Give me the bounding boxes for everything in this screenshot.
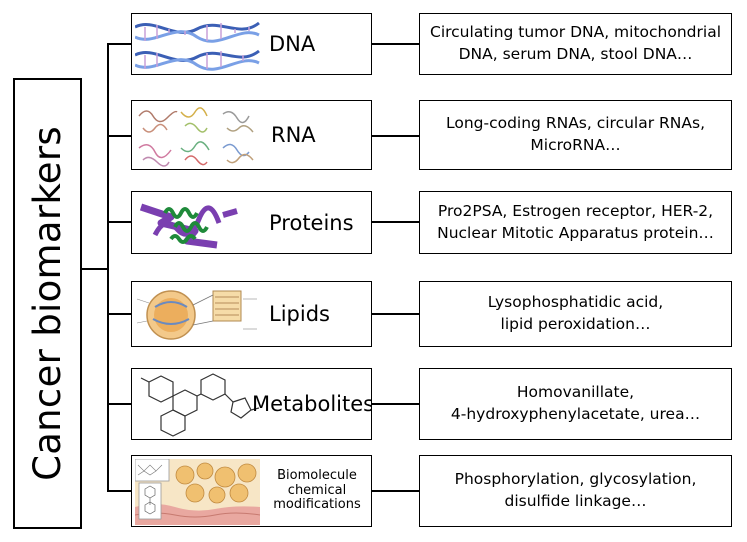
examples-text-rna: Long-coding RNAs, circular RNAs, MicroRN… — [445, 114, 706, 154]
cell-tissue-icon — [135, 459, 260, 525]
branch-proteins — [107, 221, 131, 223]
category-modifications: Biomolecule chemical modifications — [131, 455, 372, 527]
link-modifications — [372, 490, 419, 492]
examples-lipids: Lysophosphatidic acid, lipid peroxidatio… — [419, 281, 732, 347]
category-label-dna: DNA — [269, 32, 316, 56]
branch-lipids — [107, 313, 131, 315]
link-proteins — [372, 221, 419, 223]
branch-rna — [107, 135, 131, 137]
category-lipids: Lipids — [131, 281, 372, 347]
lipoprotein-icon — [136, 290, 257, 340]
examples-rna: Long-coding RNAs, circular RNAs, MicroRN… — [419, 100, 732, 170]
category-rna: RNA — [131, 100, 372, 170]
category-metabolites: Metabolites — [131, 368, 372, 440]
link-metabolites — [372, 403, 419, 405]
examples-text-dna: Circulating tumor DNA, mitochondrial DNA… — [430, 23, 721, 63]
branch-dna — [107, 43, 131, 45]
root-label: Cancer biomarkers — [26, 126, 69, 481]
examples-text-modifications: Phosphorylation, glycosylation, disulfid… — [454, 470, 697, 510]
root-node: Cancer biomarkers — [13, 78, 82, 529]
molecule-structure-icon — [140, 373, 260, 437]
rna-structure-icon — [138, 107, 254, 167]
link-rna — [372, 135, 419, 137]
examples-modifications: Phosphorylation, glycosylation, disulfid… — [419, 455, 732, 527]
category-label-metabolites: Metabolites — [252, 392, 372, 416]
root-connector — [82, 268, 109, 270]
link-dna — [372, 43, 419, 45]
category-label-proteins: Proteins — [269, 210, 354, 235]
examples-text-metabolites: Homovanillate, 4-hydroxyphenylacetate, u… — [450, 383, 701, 423]
category-dna: DNA — [131, 13, 372, 75]
examples-metabolites: Homovanillate, 4-hydroxyphenylacetate, u… — [419, 368, 732, 440]
category-label-modifications: Biomolecule chemical modifications — [273, 467, 361, 513]
branch-metabolites — [107, 403, 131, 405]
category-proteins: Proteins — [131, 191, 372, 254]
link-lipids — [372, 313, 419, 315]
branch-modifications — [107, 490, 131, 492]
examples-text-lipids: Lysophosphatidic acid, lipid peroxidatio… — [487, 293, 664, 333]
examples-dna: Circulating tumor DNA, mitochondrial DNA… — [419, 13, 732, 75]
protein-ribbon-icon — [139, 203, 238, 249]
category-label-rna: RNA — [271, 123, 316, 147]
category-label-lipids: Lipids — [269, 302, 330, 326]
trunk-line — [107, 43, 109, 491]
examples-text-proteins: Pro2PSA, Estrogen receptor, HER-2, Nucle… — [437, 201, 714, 242]
dna-helix-icon — [135, 21, 260, 71]
examples-proteins: Pro2PSA, Estrogen receptor, HER-2, Nucle… — [419, 191, 732, 254]
